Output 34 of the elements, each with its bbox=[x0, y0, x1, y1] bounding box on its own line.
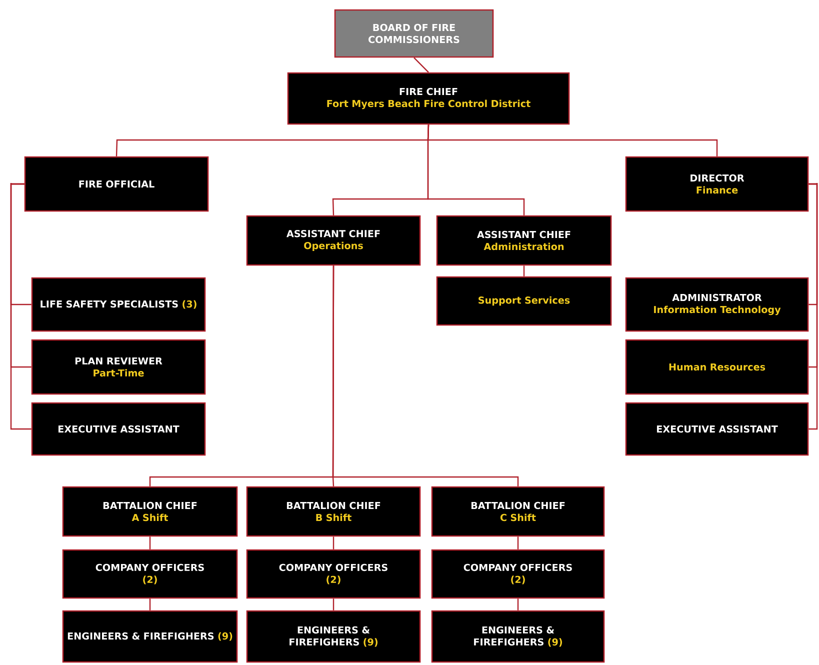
position-box: FIRE OFFICIAL bbox=[24, 156, 209, 212]
connector-line bbox=[332, 536, 334, 550]
position-box: EXECUTIVE ASSISTANT bbox=[625, 402, 809, 456]
position-box: EXECUTIVE ASSISTANT bbox=[31, 402, 206, 456]
connector-line bbox=[149, 536, 151, 550]
connector-line bbox=[149, 598, 151, 610]
position-box: LIFE SAFETY SPECIALISTS (3) bbox=[31, 277, 206, 332]
board-box: BOARD OF FIRE COMMISSIONERS bbox=[334, 9, 494, 58]
position-box: ENGINEERS & FIREFIGHERS (9) bbox=[246, 610, 421, 663]
position-box: PLAN REVIEWER Part-Time bbox=[31, 339, 206, 395]
connector-line bbox=[332, 266, 519, 486]
position-box: BATTALION CHIEF C Shift bbox=[431, 486, 605, 537]
position-box: DIRECTOR Finance bbox=[625, 156, 809, 212]
position-box: ENGINEERS & FIREFIGHERS (9) bbox=[62, 610, 238, 663]
connector-line bbox=[414, 57, 429, 73]
position-box: ASSISTANT CHIEF Administration bbox=[436, 215, 612, 266]
connector-line bbox=[427, 124, 718, 156]
position-box: BATTALION CHIEF B Shift bbox=[246, 486, 421, 537]
position-box: COMPANY OFFICERS (2) bbox=[246, 549, 421, 599]
position-box: ASSISTANT CHIEF Operations bbox=[246, 215, 421, 266]
position-box: FIRE CHIEF Fort Myers Beach Fire Control District bbox=[287, 72, 570, 125]
position-box: COMPANY OFFICERS (2) bbox=[431, 549, 605, 599]
position-box: COMPANY OFFICERS (2) bbox=[62, 549, 238, 599]
connector-line bbox=[517, 598, 519, 610]
connector-line bbox=[523, 266, 525, 276]
position-box: ENGINEERS & FIREFIGHERS (9) bbox=[431, 610, 605, 663]
connector-line bbox=[10, 182, 32, 430]
position-box: ADMINISTRATOR Information Technology bbox=[625, 277, 809, 332]
connector-line bbox=[332, 598, 334, 610]
position-box: Human Resources bbox=[625, 339, 809, 395]
connector-line bbox=[517, 536, 519, 550]
position-box: BATTALION CHIEF A Shift bbox=[62, 486, 238, 537]
connector-line bbox=[808, 182, 818, 430]
position-box: Support Services bbox=[436, 276, 612, 326]
